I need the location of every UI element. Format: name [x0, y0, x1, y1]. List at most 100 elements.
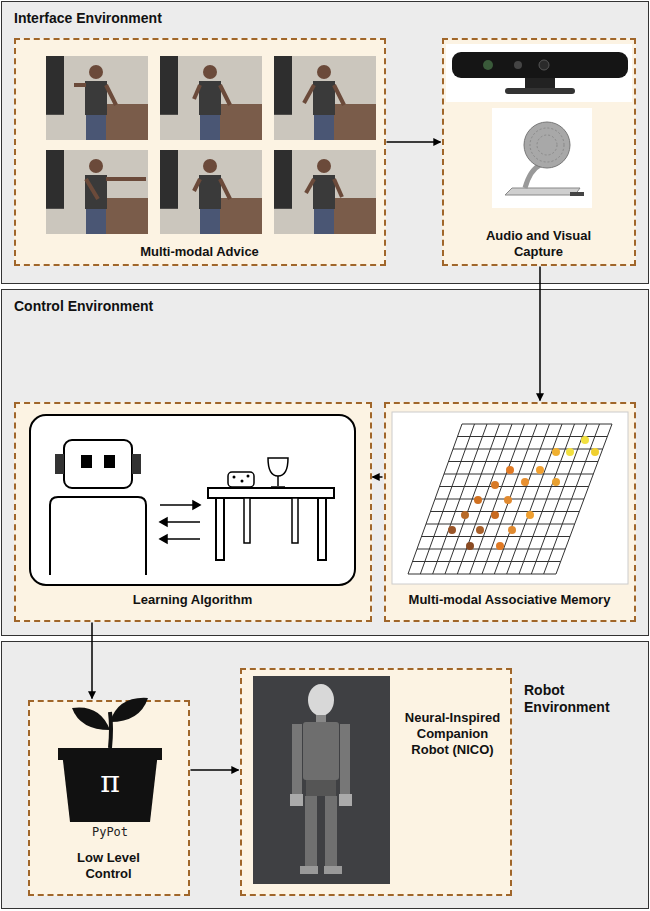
flow-arrow — [191, 769, 239, 771]
illustration-part — [449, 461, 599, 462]
illustration-part — [218, 198, 262, 234]
illustration-part — [452, 52, 628, 78]
illustration-part — [46, 150, 64, 209]
module-label: Multi-modal Advice — [16, 244, 384, 260]
illustration-part — [247, 475, 250, 478]
illustration-part — [160, 535, 167, 543]
illustration-part — [58, 748, 162, 760]
illustration-part — [160, 150, 178, 209]
illustration-part — [300, 866, 318, 874]
illustration-part — [62, 752, 158, 822]
illustration-part — [199, 81, 221, 115]
logo-text: PyPot — [60, 825, 160, 839]
illustration-part — [216, 498, 224, 560]
illustration-part — [444, 474, 593, 475]
illustration-part — [106, 177, 146, 181]
illustration-part — [86, 115, 106, 140]
illustration-part — [317, 65, 331, 79]
illustration-part — [504, 496, 512, 504]
illustration-part — [537, 135, 557, 155]
illustration-part — [325, 796, 337, 868]
illustration-part — [104, 455, 115, 468]
illustration-part — [104, 104, 148, 140]
illustration-part — [474, 496, 482, 504]
illustration-part — [86, 209, 106, 234]
illustration-part — [277, 476, 279, 486]
logo-symbol: π — [95, 764, 125, 799]
illustration-part — [466, 542, 474, 550]
illustration-part — [491, 481, 499, 489]
illustration-part — [526, 511, 534, 519]
illustration-part — [446, 44, 632, 102]
illustration-part — [218, 104, 262, 140]
illustration-part — [104, 198, 148, 234]
module-label: Neural-Inspired Companion Robot (NICO) — [400, 710, 506, 758]
illustration-part — [525, 165, 540, 188]
illustration-part — [519, 424, 575, 574]
illustration-part — [505, 88, 575, 94]
illustration-part — [220, 179, 230, 199]
illustration-part — [492, 108, 592, 208]
illustration-part — [440, 486, 589, 487]
illustration-part — [314, 115, 334, 140]
module-label: Multi-modal Associative Memory — [386, 592, 634, 608]
illustration-part — [305, 796, 317, 868]
illustration-part — [448, 436, 599, 550]
illustration-part — [552, 448, 560, 456]
illustration-part — [89, 159, 103, 173]
module-label: Audio and Visual Capture — [474, 228, 604, 260]
illustration-part — [46, 56, 148, 140]
panel-title: Control Environment — [14, 298, 334, 315]
illustration-part — [160, 518, 167, 526]
illustration-part — [290, 794, 303, 806]
illustration-part — [85, 81, 107, 115]
illustration-part — [340, 724, 350, 794]
illustration-part — [461, 511, 469, 519]
illustration-part — [308, 684, 334, 716]
illustration-part — [160, 504, 196, 506]
illustration-part — [539, 60, 549, 70]
illustration-part — [483, 60, 493, 70]
illustration-part — [81, 455, 92, 468]
illustration-part — [86, 179, 98, 199]
illustration-part — [332, 104, 376, 140]
illustration-part — [200, 209, 220, 234]
illustration-part — [160, 501, 200, 543]
illustration-part — [164, 521, 200, 523]
illustration-part — [496, 542, 504, 550]
illustration-part — [566, 448, 574, 456]
illustration-part — [508, 526, 516, 534]
illustration-part — [556, 424, 612, 574]
illustration-part — [591, 448, 599, 456]
illustration-part — [581, 436, 589, 444]
illustration-part — [208, 488, 334, 498]
illustration-part — [313, 175, 335, 209]
illustration-part — [521, 478, 529, 486]
illustration-part — [448, 526, 456, 534]
illustration-part — [303, 722, 339, 780]
panel-title: Robot Environment — [524, 682, 639, 716]
illustration-part — [233, 476, 236, 479]
illustration-part — [203, 65, 217, 79]
illustration-part — [324, 866, 342, 874]
illustration-part — [271, 486, 285, 488]
illustration-part — [408, 424, 612, 574]
illustration-part — [304, 85, 314, 103]
illustration-part — [313, 81, 335, 115]
illustration-part — [50, 497, 146, 575]
illustration-part — [74, 83, 86, 87]
flow-arrow — [387, 141, 441, 143]
illustration-part — [292, 724, 302, 794]
illustration-part — [46, 56, 376, 234]
illustration-part — [306, 780, 336, 796]
illustration-part — [462, 424, 612, 425]
illustration-part — [274, 150, 376, 234]
illustration-part — [72, 707, 110, 730]
illustration-part — [536, 466, 544, 474]
illustration-part — [453, 449, 603, 450]
illustration-part — [531, 424, 587, 574]
illustration-part — [339, 794, 352, 806]
